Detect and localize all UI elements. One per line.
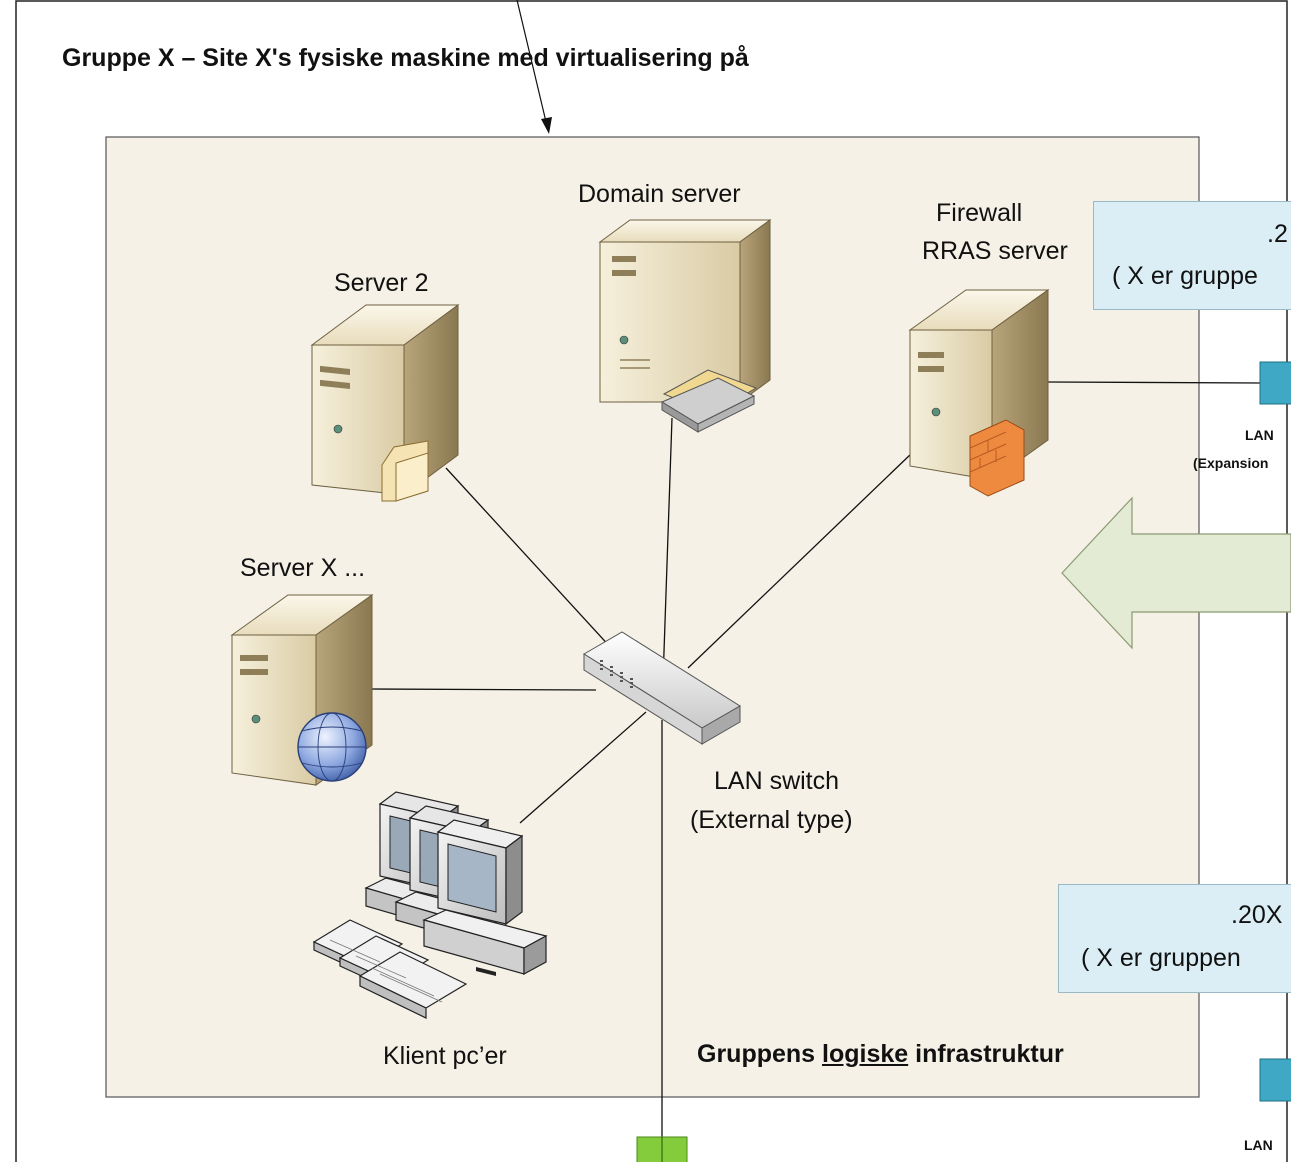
lan-port-bottom [1259,1058,1291,1102]
diagram-title: Gruppe X – Site X's fysiske maskine med … [62,44,749,72]
lan-port-expansion [1259,361,1291,405]
lan-bottom-label: LAN [1244,1137,1273,1153]
server-x-icon [230,594,374,786]
infrastructure-label-prefix: Gruppens [697,1040,823,1068]
server2-label: Server 2 [334,269,429,297]
pointer-arrow [516,0,552,134]
ip-callout-top: .2 ( X er gruppe [1093,201,1291,310]
lan-expansion-label: LAN [1245,427,1274,443]
link-serverx-switch [369,688,597,691]
infrastructure-label-suffix: infrastruktur [908,1040,1064,1068]
link-clients-switch [519,711,647,824]
ip-callout-bottom: .20X ( X er gruppen [1058,884,1291,993]
lan-switch-label: LAN switch [714,767,840,795]
lan-switch-type-label: (External type) [690,806,853,834]
lan-switch-icon [583,631,741,745]
server-x-label: Server X ... [240,554,366,582]
clients-label: Klient pc’er [383,1042,507,1070]
link-server2-switch [445,467,625,663]
domain-server-label: Domain server [578,180,741,208]
traffic-arrow [1061,496,1291,650]
client-pcs-icon [312,791,548,1019]
ip-callout-top-address: .2 [1267,220,1288,248]
server2-icon [310,304,460,502]
lan-expansion-sub-label: (Expansion [1193,455,1269,471]
firewall-label: Firewall [936,199,1023,227]
ip-callout-bottom-note: ( X er gruppen [1081,944,1241,972]
firewall-server-icon [908,289,1050,497]
ip-callout-top-note: ( X er gruppe [1112,262,1258,290]
domain-server-icon [598,219,772,433]
ip-callout-bottom-address: .20X [1231,901,1283,929]
infrastructure-label-emphasis: logiske [822,1040,909,1068]
link-firewall-switch [687,452,913,669]
infrastructure-label: Gruppens logiske infrastruktur [697,1039,1064,1070]
rras-server-label: RRAS server [922,237,1068,265]
link-firewall-lan [1047,381,1262,384]
